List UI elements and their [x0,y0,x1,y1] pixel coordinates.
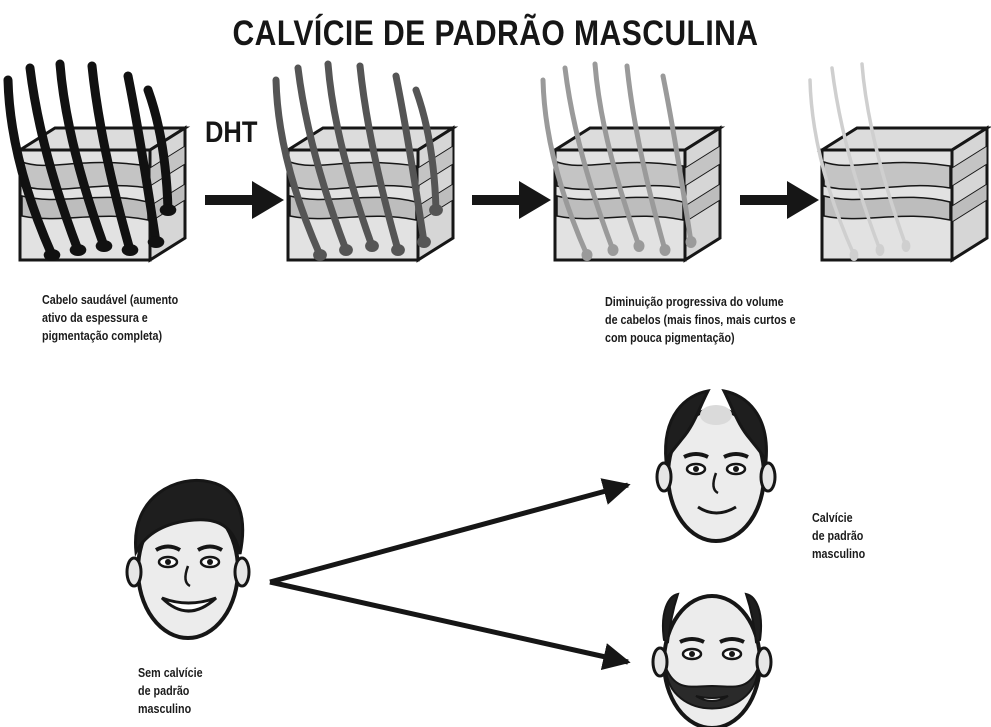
arrow-stage-2-to-3 [472,181,551,219]
skin-block-stage-2 [272,60,459,263]
dht-label: DHT [205,116,258,149]
caption-line: Calvície [812,511,853,525]
face-baldness-receding [655,388,777,543]
caption-no-baldness: Sem calvície de padrão masculino [138,664,203,718]
caption-line: Sem calvície [138,666,203,680]
caption-line: pigmentação completa) [42,329,163,343]
caption-line: Cabelo saudável (aumento [42,293,179,307]
caption-line: ativo da espessura e [42,311,148,325]
caption-progressive-thinning: Diminuição progressiva do volume de cabe… [605,293,796,347]
caption-line: masculino [812,547,866,561]
arrow-stage-1-to-2 [205,181,284,219]
diagram-title: CALVÍCIE DE PADRÃO MASCULINA [232,14,759,53]
skin-block-stage-4 [808,62,991,263]
face-baldness-bearded [651,592,773,727]
face-no-baldness [125,479,251,640]
caption-line: de padrão [138,684,190,698]
caption-line: de padrão [812,529,864,543]
caption-line: Diminuição progressiva do volume [605,295,784,309]
caption-healthy-hair: Cabelo saudável (aumento ativo da espess… [42,291,178,345]
caption-line: masculino [138,702,192,716]
branch-arrows [269,478,631,671]
caption-line: com pouca pigmentação) [605,331,735,345]
skin-block-stage-1 [3,59,191,263]
caption-male-pattern-baldness: Calvície de padrão masculino [812,509,865,563]
arrow-stage-3-to-4 [740,181,819,219]
skin-block-stage-3 [540,61,726,263]
caption-line: de cabelos (mais finos, mais curtos e [605,313,796,327]
